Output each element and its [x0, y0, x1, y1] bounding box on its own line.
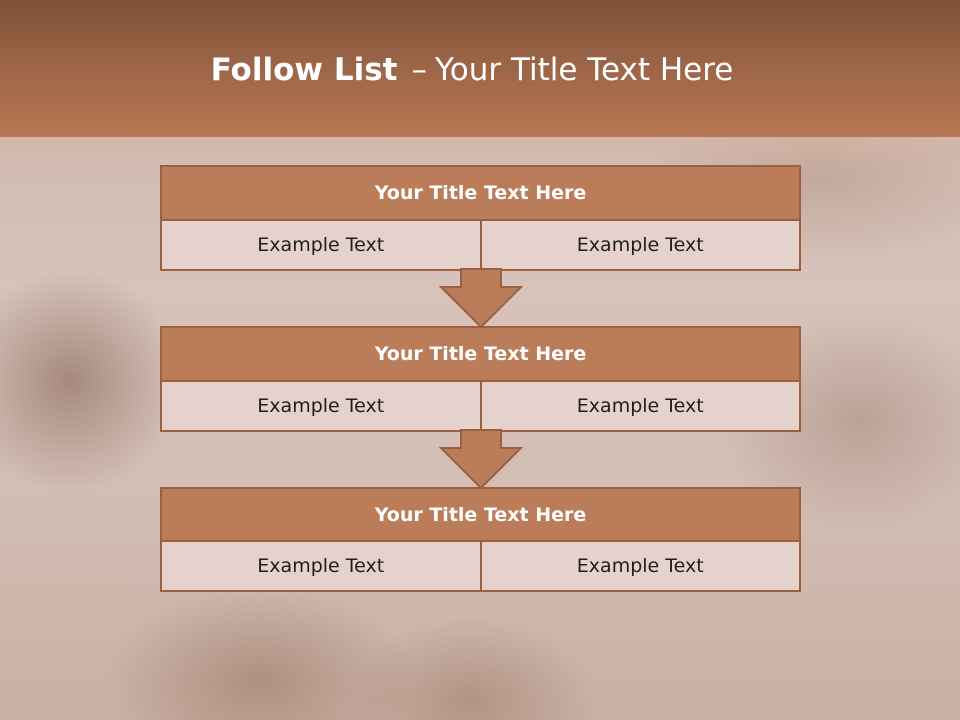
block-cell-right: Example Text [481, 542, 801, 592]
follow-block-1: Your Title Text Here Example Text Exampl… [160, 165, 801, 271]
follow-block-3: Your Title Text Here Example Text Exampl… [160, 487, 801, 592]
block-cell-right: Example Text [481, 221, 801, 271]
title-bold-part: Follow List [210, 52, 398, 88]
title-dash: – [411, 52, 427, 88]
block-row: Example Text Example Text [160, 221, 801, 271]
block-cell-left: Example Text [160, 382, 482, 432]
title-rest: Your Title Text Here [434, 52, 734, 88]
block-title: Your Title Text Here [160, 487, 801, 542]
title-banner [0, 0, 960, 137]
down-arrow-icon [439, 429, 523, 490]
block-cell-right: Example Text [481, 382, 801, 432]
slide-title: Follow List–Your Title Text Here [0, 52, 944, 88]
block-cell-left: Example Text [160, 221, 482, 271]
banner-strip [0, 137, 960, 165]
block-row: Example Text Example Text [160, 382, 801, 432]
down-arrow-icon [439, 268, 523, 329]
block-row: Example Text Example Text [160, 542, 801, 592]
block-cell-left: Example Text [160, 542, 482, 592]
block-title: Your Title Text Here [160, 326, 801, 382]
block-title: Your Title Text Here [160, 165, 801, 221]
follow-block-2: Your Title Text Here Example Text Exampl… [160, 326, 801, 432]
